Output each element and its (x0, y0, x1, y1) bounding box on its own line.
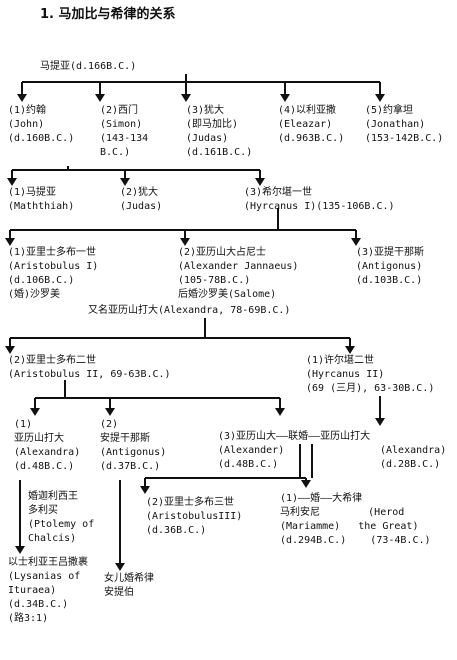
alexander-line: (3)亚历山大——联婚——亚历山打大 (218, 431, 371, 442)
maththiah-line: (Maththiah) (8, 201, 75, 212)
aristobulus1-line: (1)亚里士多布一世 (8, 247, 97, 258)
hyrcanus1-node: (3)希尔堪一世 (Hyrcanus I)(135-106B.C.) (244, 186, 395, 214)
aristobulus1-line: (婚)沙罗美 (8, 289, 61, 300)
eleazar-line: (d.963B.C.) (278, 133, 345, 144)
ptolemy-line: 婚迦利西王 (28, 491, 78, 502)
eleazar-node: (4)以利亚撒 (Eleazar) (d.963B.C.) (278, 104, 344, 146)
judas-line: (3)犹大 (186, 105, 225, 116)
antigonus1-line: (d.103B.C.) (356, 275, 423, 286)
aristobulus3-node: (2)亚里士多布三世 (AristobulusIII) (d.36B.C.) (146, 496, 242, 538)
hyrcanus2-line: (Hyrcanus II) (306, 369, 385, 380)
hyrcanus1-line: (Hyrcanus I)(135-106B.C.) (244, 201, 395, 212)
antigonus2-line: (2) (100, 419, 119, 430)
alexandra-wife-line: (Alexandra) (380, 445, 447, 456)
alexandra-daughter-line: (d.48B.C.) (14, 461, 75, 472)
antigonus2-line: (d.37B.C.) (100, 461, 161, 472)
aristobulus2-line: (2)亚里士多布二世 (8, 355, 97, 366)
alexander-line: (d.48B.C.) (218, 459, 279, 470)
mariamme-herod-line: (Mariamme) the Great) (280, 521, 419, 532)
judas2-line: (2)犹大 (120, 187, 159, 198)
simon-node: (2)西门 (Simon) (143-134 B.C.) (100, 104, 148, 160)
hyrcanus2-node: (1)许尔堪二世 (Hyrcanus II) (69 (三月), 63-30B.… (306, 354, 434, 396)
ptolemy-node: 婚迦利西王 多利买 (Ptolemy of Chalcis) (28, 490, 94, 546)
lysanias-line: 以士利亚王吕撒裹 (8, 557, 88, 568)
antigonus2-line: 安提干那斯 (100, 433, 150, 444)
lysanias-line: (d.34B.C.) (8, 599, 69, 610)
mattathias-node: 马提亚(d.166B.C.) (40, 61, 137, 72)
judas-line: (Judas) (186, 133, 229, 144)
mariamme-herod-line: 马利安尼 (Herod (280, 507, 405, 518)
lysanias-line: Ituraea) (8, 585, 57, 596)
jonathan-line: (Jonathan) (365, 119, 426, 130)
daughter-line: 女儿婚希律 (104, 573, 154, 584)
aristobulus3-line: (d.36B.C.) (146, 525, 207, 536)
judas-line: (d.161B.C.) (186, 147, 253, 158)
antigonus1-line: (Antigonus) (356, 261, 423, 272)
antigonus2-line: (Antigonus) (100, 447, 167, 458)
jannaeus-node: (2)亚历山大占尼士 (Alexander Jannaeus) (105-78B… (178, 246, 298, 302)
hyrcanus2-line: (1)许尔堪二世 (306, 355, 375, 366)
jonathan-line: (5)约拿坦 (365, 105, 414, 116)
antigonus1-node: (3)亚提干那斯 (Antigonus) (d.103B.C.) (356, 246, 424, 288)
judas2-node: (2)犹大 (Judas) (120, 186, 162, 214)
eleazar-line: (Eleazar) (278, 119, 333, 130)
ptolemy-line: Chalcis) (28, 533, 77, 544)
john-line: (John) (8, 119, 45, 130)
aristobulus2-line: (Aristobulus II, 69-63B.C.) (8, 369, 171, 380)
mariamme-herod-line: (d.294B.C.) (73-4B.C.) (280, 535, 431, 546)
alexandra-wife-node: (Alexandra) (d.28B.C.) (380, 444, 446, 472)
aristobulus2-node: (2)亚里士多布二世 (Aristobulus II, 69-63B.C.) (8, 354, 171, 382)
jannaeus-line: (105-78B.C.) (178, 275, 251, 286)
lysanias-line: (Lysanias of (8, 571, 81, 582)
maththiah-line: (1)马提亚 (8, 187, 57, 198)
eleazar-line: (4)以利亚撒 (278, 105, 337, 116)
aristobulus1-line: (Aristobulus I) (8, 261, 99, 272)
daughter-node: 女儿婚希律 安提伯 (104, 572, 154, 600)
john-line: (d.160B.C.) (8, 133, 75, 144)
mariamme-herod-line: (1)——婚——大希律 (280, 493, 363, 504)
jannaeus-line: (2)亚历山大占尼士 (178, 247, 267, 258)
jannaeus-line: (Alexander Jannaeus) (178, 261, 299, 272)
alexandra-wife-line: (d.28B.C.) (380, 459, 441, 470)
daughter-line: 安提伯 (104, 587, 134, 598)
diagram-title: 1. 马加比与希律的关系 (40, 7, 176, 22)
alexander-node: (3)亚历山大——联婚——亚历山打大 (Alexander) (d.48B.C.… (218, 430, 370, 472)
jonathan-node: (5)约拿坦 (Jonathan) (153-142B.C.) (365, 104, 443, 146)
antigonus1-line: (3)亚提干那斯 (356, 247, 425, 258)
aristobulus3-line: (2)亚里士多布三世 (146, 497, 235, 508)
john-line: (1)约翰 (8, 105, 47, 116)
judas2-line: (Judas) (120, 201, 163, 212)
mariamme-herod-node: (1)——婚——大希律 马利安尼 (Herod (Mariamme) the G… (280, 492, 431, 548)
simon-line: (Simon) (100, 119, 143, 130)
ptolemy-line: (Ptolemy of (28, 519, 95, 530)
aristobulus1-line: (d.106B.C.) (8, 275, 75, 286)
aristobulus3-line: (AristobulusIII) (146, 511, 243, 522)
alexandra-daughter-line: (Alexandra) (14, 447, 81, 458)
aristobulus1-node: (1)亚里士多布一世 (Aristobulus I) (d.106B.C.) (… (8, 246, 98, 302)
judas-line: (即马加比) (186, 119, 239, 130)
hyrcanus2-line: (69 (三月), 63-30B.C.) (306, 383, 435, 394)
simon-line: (2)西门 (100, 105, 139, 116)
maththiah-node: (1)马提亚 (Maththiah) (8, 186, 74, 214)
antigonus2-node: (2) 安提干那斯 (Antigonus) (d.37B.C.) (100, 418, 166, 474)
alexandra-daughter-line: (1) (14, 419, 33, 430)
simon-line: B.C.) (100, 147, 131, 158)
john-node: (1)约翰 (John) (d.160B.C.) (8, 104, 74, 146)
alexander-line: (Alexander) (218, 445, 285, 456)
alexandra-daughter-node: (1) 亚历山打大 (Alexandra) (d.48B.C.) (14, 418, 80, 474)
hyrcanus1-line: (3)希尔堪一世 (244, 187, 313, 198)
simon-line: (143-134 (100, 133, 149, 144)
jannaeus-line: 后婚沙罗美(Salome) (178, 289, 277, 300)
lysanias-line: (路3:1) (8, 613, 49, 624)
alexandra-daughter-line: 亚历山打大 (14, 433, 64, 444)
alexandra-queen-label: 又名亚历山打大(Alexandra, 78-69B.C.) (88, 305, 291, 316)
lysanias-node: 以士利亚王吕撒裹 (Lysanias of Ituraea) (d.34B.C.… (8, 556, 88, 626)
ptolemy-line: 多利买 (28, 505, 58, 516)
jonathan-line: (153-142B.C.) (365, 133, 444, 144)
judas-node: (3)犹大 (即马加比) (Judas) (d.161B.C.) (186, 104, 252, 160)
